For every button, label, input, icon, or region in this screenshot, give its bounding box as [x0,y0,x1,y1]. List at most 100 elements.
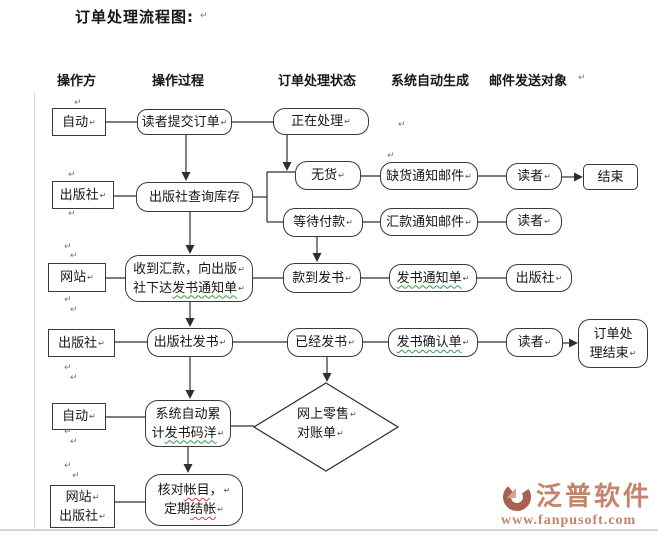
return-mark-icon: ↵ [64,363,72,373]
node-end-order-processing-complete: 订单处理结束↵ [578,319,648,368]
return-mark-icon: ↵ [64,242,72,252]
return-mark-icon: ↵ [64,295,72,305]
arrowhead-icon [282,162,292,171]
node-proc-reconcile-accounts: 核对帐目，↵定期结帐↵ [145,474,243,526]
return-mark-icon: ↵ [544,172,551,181]
return-mark-icon: ↵ [350,410,357,419]
return-mark-icon: ↵ [629,348,637,358]
node-gen-remittance-email: 汇款通知邮件↵ [380,208,478,236]
return-mark-icon: ↵ [337,429,344,438]
node-op-website-publisher: 网站↵出版社↵ [50,485,115,528]
return-mark-icon: ↵ [348,338,355,347]
node-proc-publisher-ships: 出版社发书↵ [147,328,233,357]
arrowhead-icon [185,245,195,254]
return-mark-icon: ↵ [465,217,472,227]
watermark-url: www.fanpusoft.com [500,513,637,528]
column-header-5: 邮件发送对象 [489,74,568,89]
return-mark-icon: ↵ [544,217,551,226]
return-mark-icon: ↵ [462,273,470,283]
node-gen-out-of-stock-email: 缺货通知邮件↵ [380,162,478,190]
return-mark-icon: ↵ [220,117,228,127]
return-mark-icon: ↵ [64,461,72,471]
return-mark-icon: ↵ [89,412,96,421]
column-header-4: 系统自动生成 [391,74,470,89]
arrowhead-icon [569,338,578,348]
return-mark-icon: ↵ [544,338,552,347]
node-decision-online-retail-statement: 网上零售↵对账单↵ [297,407,357,441]
return-mark-icon: ↵ [64,427,72,437]
return-mark-icon: ↵ [238,264,245,274]
node-recipient-reader-3: 读者↵ [506,328,563,357]
node-decision-online-retail-statement-shape [252,382,400,472]
return-mark-icon: ↵ [217,428,225,438]
column-header-2: 操作过程 [152,74,205,89]
watermark: 泛普软件 www.fanpusoft.com [501,481,652,529]
node-recipient-publisher: 出版社↵ [506,264,572,292]
return-mark-icon: ↵ [555,273,563,283]
return-mark-icon: ↵ [387,151,395,161]
column-header-1: 操作方 [57,74,97,89]
node-proc-received-remittance: 收到汇款，向出版↵社下达发书通知单↵ [125,255,253,302]
return-mark-icon: ↵ [398,120,406,130]
node-status-shipped: 已经发书↵ [287,328,363,357]
column-header-3: 订单处理状态 [278,74,357,89]
return-mark-icon: ↵ [217,505,224,514]
return-mark-icon: ↵ [74,98,82,108]
return-mark-icon: ↵ [223,486,231,495]
node-op-auto-1: 自动↵ [52,108,106,136]
return-mark-icon: ↵ [68,170,76,180]
return-mark-icon: ↵ [338,171,345,180]
return-mark-icon: ↵ [219,338,227,347]
node-proc-auto-accumulate-value: 系统自动累计发书码洋↵ [145,400,231,447]
return-mark-icon: ↵ [98,338,105,348]
return-mark-icon: ↵ [99,190,107,200]
fanpu-logo-icon [502,483,531,511]
return-mark-icon: ↵ [70,305,78,315]
watermark-brand: 泛普软件 [535,482,652,512]
return-mark-icon: ↵ [345,273,352,283]
node-op-publisher-2: 出版社↵ [48,329,115,357]
arrowhead-icon [183,464,193,473]
node-proc-publisher-check-stock: 出版社查询库存 [136,182,253,212]
table-border-bottom [0,529,658,531]
node-gen-dispatch-notice: 发书通知单↵ [389,264,477,292]
return-mark-icon: ↵ [89,117,96,127]
node-gen-dispatch-confirmation: 发书确认单↵ [388,328,478,357]
return-mark-icon: ↵ [72,471,80,481]
node-op-publisher-1: 出版社↵ [52,181,114,209]
return-mark-icon: ↵ [465,171,472,181]
return-mark-icon: ↵ [238,283,245,293]
arrowhead-icon [322,373,332,382]
return-mark-icon: ↵ [70,437,78,447]
arrowhead-icon [181,172,191,181]
node-proc-reader-submit-order: 读者提交订单↵ [137,109,232,135]
return-mark-icon: ↵ [92,492,100,502]
return-mark-icon: ↵ [99,511,106,521]
page-title: 订单处理流程图: [75,8,194,26]
node-status-out-of-stock: 无货↵ [295,161,361,190]
return-mark-icon: ↵ [578,73,586,83]
node-op-website-1: 网站↵ [48,263,106,292]
arrowhead-icon [574,172,583,182]
arrowhead-icon [185,390,195,399]
arrowhead-icon [312,253,322,262]
return-mark-icon: ↵ [70,373,78,383]
return-mark-icon: ↵ [462,338,470,347]
node-recipient-reader-2: 读者↵ [506,208,562,235]
node-status-awaiting-payment: 等待付款↵ [283,208,363,237]
arrowhead-icon [185,318,195,327]
table-border-left [34,92,35,529]
node-op-auto-2: 自动↵ [52,403,106,430]
return-mark-icon: ↵ [70,251,78,261]
node-status-ship-on-payment: 款到发书↵ [283,263,361,293]
return-mark-icon: ↵ [68,209,76,219]
return-mark-icon: ↵ [87,273,94,282]
return-mark-icon: ↵ [344,117,351,126]
node-status-processing: 正在处理↵ [273,108,369,135]
node-end-finish: 结束 [583,164,638,190]
node-recipient-reader-1: 读者↵ [506,163,562,190]
return-mark-icon: ↵ [200,11,208,21]
return-mark-icon: ↵ [346,218,353,227]
